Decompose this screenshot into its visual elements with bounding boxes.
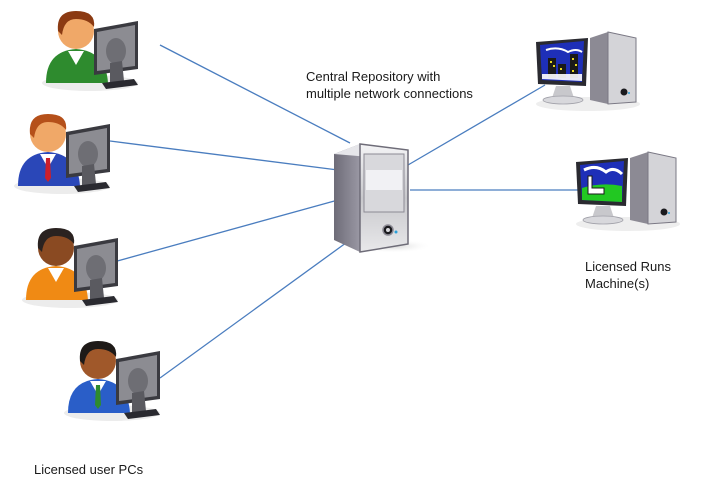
user-pc-icon (22, 228, 118, 308)
runs-machine-icon (576, 151, 680, 231)
connection-line (159, 44, 351, 144)
connection-line (109, 140, 339, 171)
runs-machines-label-line-1: Licensed Runs (585, 259, 671, 274)
user-pcs-label: Licensed user PCs (34, 462, 144, 477)
runs-machines-label-line-2: Machine(s) (585, 276, 650, 291)
central-repository-label-line-1: Central Repository with (306, 69, 441, 84)
user-pc-icon (64, 341, 160, 421)
runs-machines-label: Licensed Runs Machine(s) (585, 258, 671, 292)
connection-line (109, 199, 339, 264)
central-repository-label: Central Repository with multiple network… (306, 68, 473, 102)
runs-machine-icon (536, 31, 640, 111)
central-repository-label-line-2: multiple network connections (306, 86, 473, 101)
connection-line (159, 239, 351, 379)
connection-line (407, 84, 546, 166)
user-pc-icon (14, 114, 110, 194)
user-pc-icon (42, 11, 138, 91)
server-tower-icon (334, 143, 430, 253)
